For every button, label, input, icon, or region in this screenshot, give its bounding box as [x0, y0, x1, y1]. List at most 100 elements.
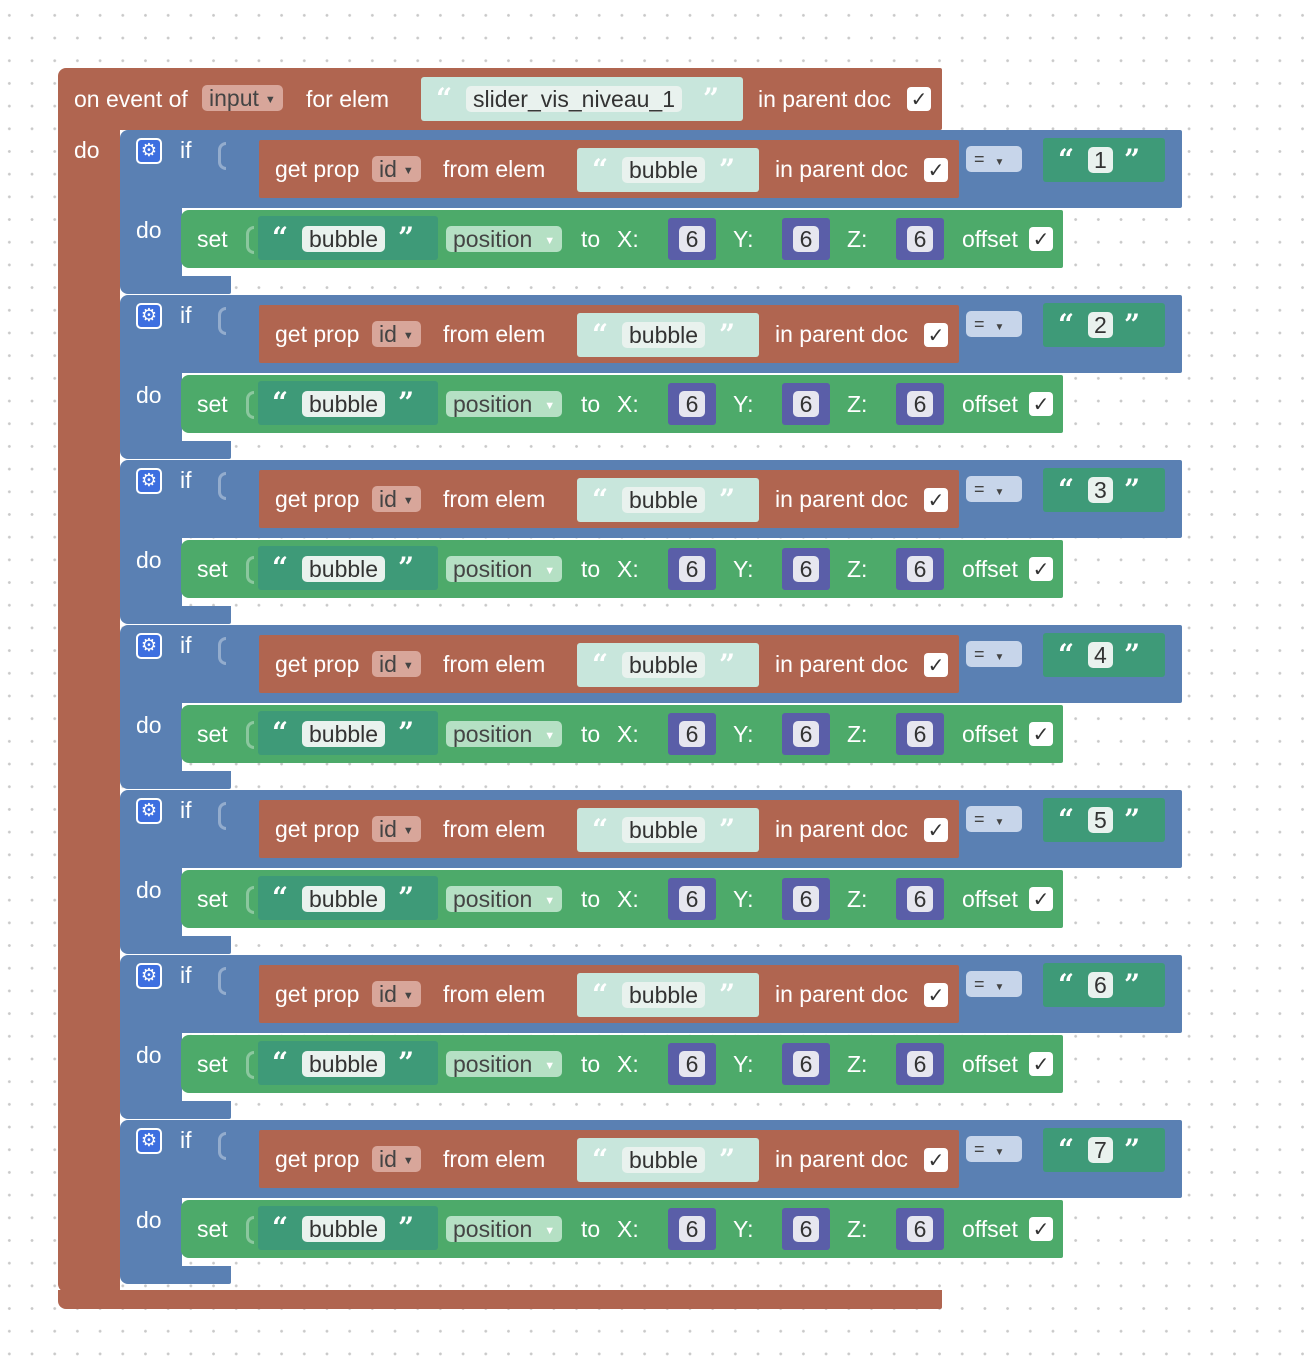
compare-value-field[interactable]: 2	[1088, 312, 1113, 338]
x-value-field[interactable]: 6	[679, 1216, 705, 1242]
chevron-down-icon: ▼	[994, 817, 1005, 828]
set-elem-field[interactable]: bubble	[302, 1216, 386, 1242]
gear-icon[interactable]: ⚙	[136, 138, 162, 164]
set-elem-field[interactable]: bubble	[302, 226, 386, 252]
prop-dropdown[interactable]: id▼	[372, 816, 421, 842]
y-value-field[interactable]: 6	[793, 886, 819, 912]
x-value-field[interactable]: 6	[679, 721, 705, 747]
compare-value-field[interactable]: 6	[1088, 972, 1113, 998]
gear-icon[interactable]: ⚙	[136, 468, 162, 494]
gear-icon[interactable]: ⚙	[136, 303, 162, 329]
prop-dropdown[interactable]: id▼	[372, 981, 421, 1007]
prop-dropdown[interactable]: id▼	[372, 321, 421, 347]
in-parent-doc-checkbox[interactable]: ✓	[924, 158, 948, 182]
x-value-field[interactable]: 6	[679, 391, 705, 417]
offset-checkbox[interactable]: ✓	[1029, 722, 1053, 746]
compare-value-field[interactable]: 5	[1088, 807, 1113, 833]
operator-value: =	[974, 149, 985, 169]
elem-value: bubble	[629, 487, 699, 513]
x-value-field[interactable]: 6	[679, 1051, 705, 1077]
z-value-field[interactable]: 6	[907, 886, 933, 912]
set-elem-field[interactable]: bubble	[302, 721, 386, 747]
if-block-spine	[120, 536, 182, 616]
operator-dropdown[interactable]: =▼	[966, 311, 1022, 337]
elem-field[interactable]: bubble	[622, 157, 706, 183]
prop-dropdown[interactable]: id▼	[372, 486, 421, 512]
set-prop-dropdown[interactable]: position▼	[446, 226, 563, 252]
offset-checkbox[interactable]: ✓	[1029, 392, 1053, 416]
x-value-field[interactable]: 6	[679, 556, 705, 582]
set-prop-dropdown[interactable]: position▼	[446, 1051, 563, 1077]
compare-value-field[interactable]: 7	[1088, 1137, 1113, 1163]
elem-field[interactable]: bubble	[622, 487, 706, 513]
elem-field[interactable]: bubble	[622, 1147, 706, 1173]
set-prop-value: position	[453, 391, 533, 417]
compare-value-field[interactable]: 4	[1088, 642, 1113, 668]
in-parent-doc-checkbox[interactable]: ✓	[907, 87, 931, 111]
gear-icon[interactable]: ⚙	[136, 963, 162, 989]
y-value-field[interactable]: 6	[793, 721, 819, 747]
operator-dropdown[interactable]: =▼	[966, 146, 1022, 172]
x-value-field[interactable]: 6	[679, 226, 705, 252]
x-value-field[interactable]: 6	[679, 886, 705, 912]
close-quote-icon: ”	[719, 978, 736, 1011]
offset-checkbox[interactable]: ✓	[1029, 887, 1053, 911]
in-parent-doc-checkbox[interactable]: ✓	[924, 1148, 948, 1172]
y-value-field[interactable]: 6	[793, 1216, 819, 1242]
set-elem-field[interactable]: bubble	[302, 391, 386, 417]
input-notch	[246, 556, 254, 584]
operator-dropdown[interactable]: =▼	[966, 476, 1022, 502]
get-prop-label: get prop	[275, 1146, 360, 1172]
in-parent-doc-checkbox[interactable]: ✓	[924, 488, 948, 512]
operator-dropdown[interactable]: =▼	[966, 1136, 1022, 1162]
z-value-field[interactable]: 6	[907, 1216, 933, 1242]
elem-field[interactable]: bubble	[622, 322, 706, 348]
elem-field[interactable]: bubble	[622, 817, 706, 843]
y-value-field[interactable]: 6	[793, 556, 819, 582]
offset-checkbox[interactable]: ✓	[1029, 1052, 1053, 1076]
y-value-field[interactable]: 6	[793, 1051, 819, 1077]
do-label: do	[136, 1042, 162, 1068]
gear-icon[interactable]: ⚙	[136, 633, 162, 659]
operator-dropdown[interactable]: =▼	[966, 641, 1022, 667]
y-value-field[interactable]: 6	[793, 391, 819, 417]
elem-field[interactable]: bubble	[622, 652, 706, 678]
offset-checkbox[interactable]: ✓	[1029, 227, 1053, 251]
set-prop-dropdown[interactable]: position▼	[446, 886, 563, 912]
set-elem-field[interactable]: bubble	[302, 556, 386, 582]
set-prop-dropdown[interactable]: position▼	[446, 1216, 563, 1242]
elem-id-field[interactable]: slider_vis_niveau_1	[466, 86, 683, 112]
offset-checkbox[interactable]: ✓	[1029, 557, 1053, 581]
in-parent-doc-checkbox[interactable]: ✓	[924, 323, 948, 347]
prop-dropdown[interactable]: id▼	[372, 651, 421, 677]
in-parent-doc-checkbox[interactable]: ✓	[924, 653, 948, 677]
to-label: to	[581, 556, 601, 582]
set-elem-field[interactable]: bubble	[302, 886, 386, 912]
prop-dropdown[interactable]: id▼	[372, 156, 421, 182]
operator-dropdown[interactable]: =▼	[966, 806, 1022, 832]
prop-dropdown[interactable]: id▼	[372, 1146, 421, 1172]
set-prop-dropdown[interactable]: position▼	[446, 721, 563, 747]
z-value-field[interactable]: 6	[907, 391, 933, 417]
from-elem-label: from elem	[443, 981, 546, 1007]
gear-icon[interactable]: ⚙	[136, 1128, 162, 1154]
z-value-field[interactable]: 6	[907, 226, 933, 252]
compare-value-field[interactable]: 1	[1088, 147, 1113, 173]
set-prop-dropdown[interactable]: position▼	[446, 556, 563, 582]
z-value-field[interactable]: 6	[907, 556, 933, 582]
compare-value-field[interactable]: 3	[1088, 477, 1113, 503]
y-value-field[interactable]: 6	[793, 226, 819, 252]
event-type-dropdown[interactable]: input▼	[202, 85, 283, 111]
in-parent-doc-checkbox[interactable]: ✓	[924, 983, 948, 1007]
z-value-field[interactable]: 6	[907, 1051, 933, 1077]
offset-checkbox[interactable]: ✓	[1029, 1217, 1053, 1241]
z-value-field[interactable]: 6	[907, 721, 933, 747]
gear-icon[interactable]: ⚙	[136, 798, 162, 824]
get-prop-label: get prop	[275, 816, 360, 842]
operator-dropdown[interactable]: =▼	[966, 971, 1022, 997]
set-prop-dropdown[interactable]: position▼	[446, 391, 563, 417]
set-elem-field[interactable]: bubble	[302, 1051, 386, 1077]
in-parent-doc-checkbox[interactable]: ✓	[924, 818, 948, 842]
elem-field[interactable]: bubble	[622, 982, 706, 1008]
